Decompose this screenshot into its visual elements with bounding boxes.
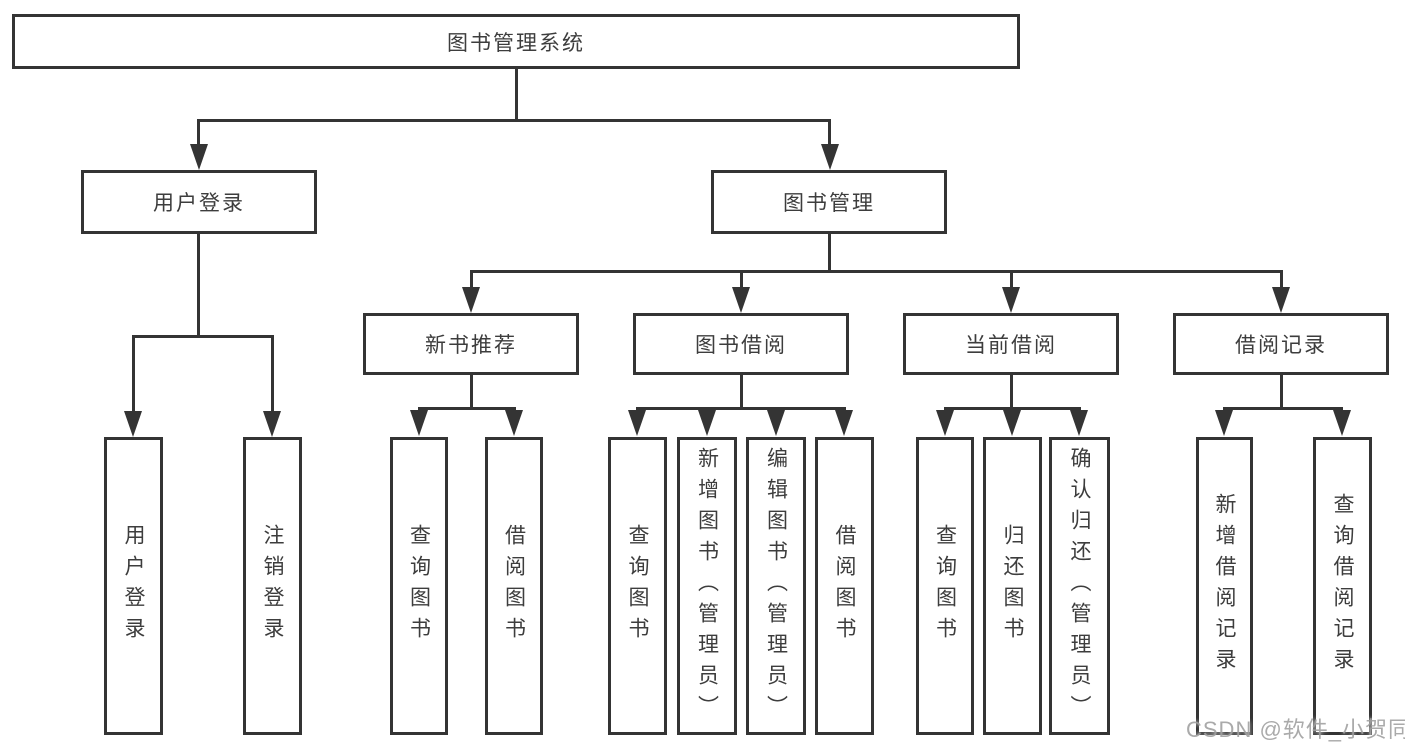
- arrow-down-icon: [767, 410, 785, 436]
- arrow-down-icon: [1070, 410, 1088, 436]
- arrow-down-icon: [1215, 410, 1233, 436]
- arrow-down-icon: [835, 410, 853, 436]
- node-user-login: 用户登录: [81, 170, 317, 234]
- node-label: 注销登录: [261, 524, 284, 648]
- connector-line: [740, 375, 743, 409]
- connector-line: [197, 119, 200, 148]
- node-label: 查询借阅记录: [1331, 493, 1354, 679]
- node-leaf-query-books-current: 查询图书: [916, 437, 974, 735]
- node-book-borrow: 图书借阅: [633, 313, 849, 375]
- connector-line: [1280, 270, 1283, 290]
- arrow-down-icon: [1003, 410, 1021, 436]
- node-label: 新增图书（管理员）: [695, 446, 719, 726]
- node-leaf-query-borrow-record: 查询借阅记录: [1313, 437, 1372, 735]
- node-leaf-borrow-books: 借阅图书: [815, 437, 874, 735]
- node-label: 查询图书: [933, 524, 957, 648]
- arrow-down-icon: [505, 410, 523, 436]
- arrow-down-icon: [190, 144, 208, 170]
- connector-line: [197, 119, 831, 122]
- node-label: 编辑图书（管理员）: [764, 446, 788, 726]
- node-label: 归还图书: [1001, 524, 1024, 648]
- node-label: 借阅记录: [1235, 334, 1327, 357]
- node-leaf-query-books-recommend: 查询图书: [390, 437, 448, 735]
- arrow-down-icon: [628, 410, 646, 436]
- connector-line: [470, 375, 473, 409]
- node-root: 图书管理系统: [12, 14, 1020, 69]
- node-label: 查询图书: [626, 524, 649, 648]
- node-label: 查询图书: [407, 524, 431, 648]
- connector-line: [132, 335, 135, 415]
- arrow-down-icon: [124, 411, 142, 437]
- node-label: 用户登录: [122, 524, 145, 648]
- node-leaf-logout: 注销登录: [243, 437, 302, 735]
- node-label: 当前借阅: [965, 334, 1057, 357]
- connector-line: [132, 335, 274, 338]
- connector-line: [470, 270, 1282, 273]
- arrow-down-icon: [1333, 410, 1351, 436]
- arrow-down-icon: [462, 287, 480, 313]
- node-book-management: 图书管理: [711, 170, 947, 234]
- arrow-down-icon: [1272, 287, 1290, 313]
- connector-line: [197, 233, 200, 337]
- arrow-down-icon: [698, 410, 716, 436]
- connector-line: [271, 335, 274, 415]
- connector-line: [740, 270, 743, 290]
- node-label: 图书管理系统: [447, 31, 585, 55]
- connector-line: [944, 407, 1081, 410]
- node-leaf-add-books-admin: 新增图书（管理员）: [677, 437, 737, 735]
- arrow-down-icon: [936, 410, 954, 436]
- connector-line: [828, 233, 831, 272]
- arrow-down-icon: [1002, 287, 1020, 313]
- node-current-borrow: 当前借阅: [903, 313, 1119, 375]
- connector-line: [1010, 270, 1013, 290]
- node-leaf-query-books-borrow: 查询图书: [608, 437, 667, 735]
- connector-line: [1010, 375, 1013, 409]
- arrow-down-icon: [821, 144, 839, 170]
- arrow-down-icon: [410, 410, 428, 436]
- node-new-book-recommend: 新书推荐: [363, 313, 579, 375]
- node-leaf-borrow-books-recommend: 借阅图书: [485, 437, 543, 735]
- connector-line: [418, 407, 516, 410]
- node-leaf-edit-books-admin: 编辑图书（管理员）: [746, 437, 806, 735]
- node-label: 确认归还（管理员）: [1068, 446, 1091, 726]
- connector-line: [828, 119, 831, 148]
- connector-line: [515, 69, 518, 121]
- arrow-down-icon: [263, 411, 281, 437]
- node-label: 借阅图书: [833, 524, 856, 648]
- node-leaf-add-borrow-record: 新增借阅记录: [1196, 437, 1253, 735]
- connector-line: [1223, 407, 1343, 410]
- connector-line: [1280, 375, 1283, 409]
- arrow-down-icon: [732, 287, 750, 313]
- node-label: 图书借阅: [695, 334, 787, 357]
- node-leaf-return-books: 归还图书: [983, 437, 1042, 735]
- node-leaf-user-login: 用户登录: [104, 437, 163, 735]
- node-label: 用户登录: [153, 192, 245, 215]
- node-label: 图书管理: [783, 192, 875, 215]
- connector-line: [470, 270, 473, 290]
- connector-line: [636, 407, 846, 410]
- node-borrow-records: 借阅记录: [1173, 313, 1389, 375]
- watermark-text: CSDN @软件_小贺同学: [1186, 717, 1405, 742]
- node-label: 借阅图书: [502, 524, 526, 648]
- node-label: 新书推荐: [425, 334, 517, 357]
- node-label: 新增借阅记录: [1213, 493, 1236, 679]
- node-leaf-confirm-return-admin: 确认归还（管理员）: [1049, 437, 1110, 735]
